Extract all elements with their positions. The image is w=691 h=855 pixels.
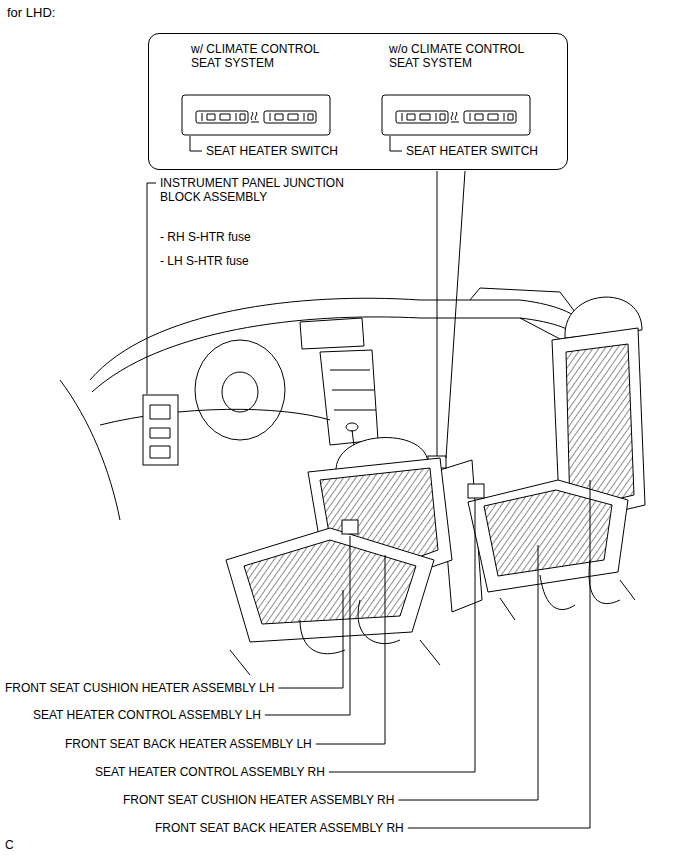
leader-line <box>446 171 465 458</box>
dashboard <box>320 350 378 445</box>
lh-seat <box>342 520 358 534</box>
switch-panel <box>396 111 448 123</box>
junction-block <box>143 395 178 465</box>
part-name: SEAT HEATER SWITCH <box>206 144 338 158</box>
switch-panel <box>464 111 516 123</box>
part-name: FRONT SEAT CUSHION HEATER ASSEMBLY LH <box>5 681 274 695</box>
leader-line <box>437 171 465 458</box>
leader-line <box>329 500 475 772</box>
switch-panel <box>270 113 313 121</box>
part-name: SEAT HEATER CONTROL ASSEMBLY LH <box>33 708 261 722</box>
rh-seat <box>468 480 628 592</box>
switch-panel <box>196 111 248 123</box>
variant-heading: w/o CLIMATE CONTROL SEAT SYSTEM <box>389 42 539 70</box>
junction-block <box>143 395 178 465</box>
dashboard <box>195 340 285 440</box>
rh-seat <box>468 297 645 609</box>
dashboard <box>92 317 585 392</box>
lh-seat <box>226 438 452 654</box>
lh-seat <box>226 528 434 642</box>
switch-panel <box>182 95 530 135</box>
switch-panel <box>264 111 316 123</box>
lh-seat <box>244 540 416 624</box>
leader-line <box>265 536 350 715</box>
leader-line <box>408 480 590 828</box>
fuse-name: - RH S-HTR fuse <box>160 230 251 244</box>
leader-line <box>390 136 402 151</box>
switch-panel <box>451 112 459 122</box>
leader-line <box>278 590 343 688</box>
part-name: FRONT SEAT CUSHION HEATER ASSEMBLY RH <box>123 793 394 807</box>
dashboard <box>222 372 258 412</box>
figure-code: C <box>5 838 14 852</box>
part-name: SEAT HEATER SWITCH <box>406 144 538 158</box>
dashboard <box>90 298 592 380</box>
switch-panel <box>202 113 245 121</box>
fuse-name: - LH S-HTR fuse <box>160 254 249 268</box>
variant-heading: w/ CLIMATE CONTROL SEAT SYSTEM <box>191 42 341 70</box>
part-name: SEAT HEATER CONTROL ASSEMBLY RH <box>95 765 325 779</box>
floor-rails <box>230 580 635 675</box>
leader-line <box>437 171 438 456</box>
dashboard <box>330 370 376 410</box>
rh-seat <box>484 490 612 576</box>
figure-title: for LHD: <box>7 6 55 20</box>
variant-panel: w/ CLIMATE CONTROL SEAT SYSTEM SEAT HEATE… <box>148 33 568 170</box>
leader-line <box>190 136 202 151</box>
dashboard <box>300 318 364 349</box>
switch-panel <box>251 112 259 122</box>
dashboard <box>100 409 330 425</box>
rh-seat <box>468 484 484 498</box>
switch-panel <box>470 113 513 121</box>
switch-panel <box>402 113 445 121</box>
dashboard <box>60 380 120 520</box>
leader-line <box>398 545 538 800</box>
leader-line <box>316 555 385 744</box>
switch-panel <box>382 95 530 135</box>
leader-line <box>147 183 156 394</box>
part-name: INSTRUMENT PANEL JUNCTION BLOCK ASSEMBLY <box>160 176 375 204</box>
part-name: FRONT SEAT BACK HEATER ASSEMBLY RH <box>155 821 404 835</box>
floor-rails <box>230 580 635 675</box>
dashboard <box>470 288 575 312</box>
rh-seat <box>540 560 620 610</box>
part-name: FRONT SEAT BACK HEATER ASSEMBLY LH <box>65 737 312 751</box>
switch-panel <box>182 95 330 135</box>
dashboard <box>346 423 358 431</box>
junction-block <box>150 405 170 458</box>
